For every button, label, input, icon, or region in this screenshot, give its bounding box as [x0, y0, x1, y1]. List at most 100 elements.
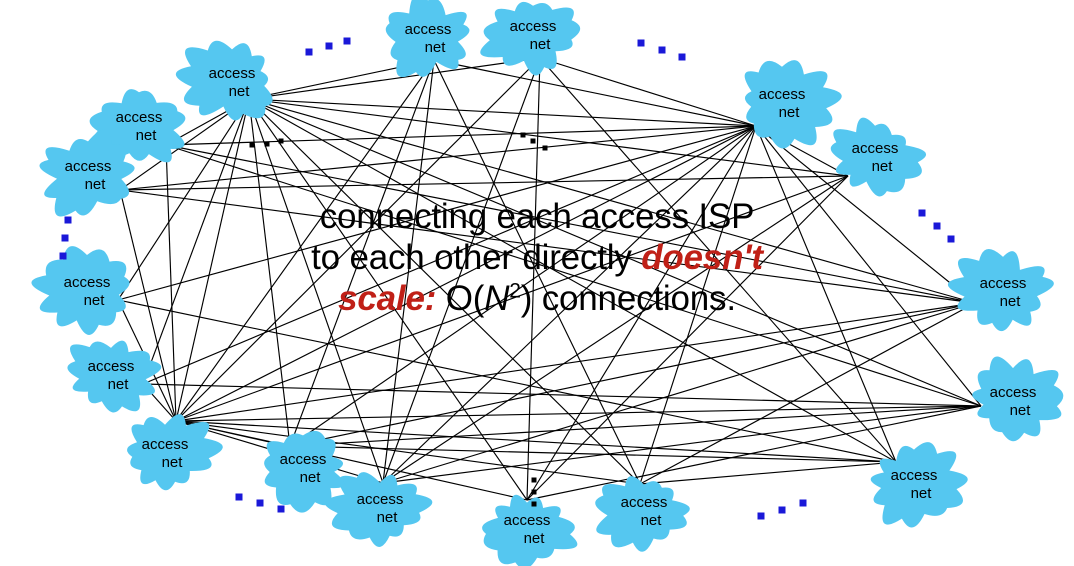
mesh-link	[175, 420, 897, 463]
ellipsis-dot	[678, 53, 686, 61]
mesh-link	[119, 125, 757, 191]
node-label-line1: access	[510, 18, 557, 35]
access-net-clouds-group: accessnetaccessnetaccessnetaccessnetacce…	[31, 0, 1064, 566]
node-label-line1: access	[405, 21, 452, 38]
node-label-line2: net	[425, 39, 447, 56]
node-label-line1: access	[891, 467, 938, 484]
node-label-line1: access	[357, 491, 404, 508]
ellipsis-dot	[531, 489, 537, 495]
mesh-link	[248, 98, 757, 127]
ellipsis-dot	[531, 477, 537, 483]
mesh-link	[639, 461, 897, 485]
cloud-icon	[385, 0, 470, 78]
cloud-icon	[482, 494, 578, 566]
mesh-link	[526, 405, 982, 501]
mesh-link	[526, 57, 541, 501]
mesh-link	[142, 98, 250, 385]
cloud-icon	[972, 356, 1064, 442]
node-label-line2: net	[641, 512, 663, 529]
ellipsis-dot	[305, 48, 313, 56]
cloud-icon	[324, 472, 433, 547]
ellipsis-dot	[235, 493, 243, 501]
node-label-line2: net	[779, 104, 801, 121]
ellipsis-dot	[778, 506, 786, 514]
ellipsis-dot	[520, 132, 526, 138]
node-label-line1: access	[759, 86, 806, 103]
node-label-line2: net	[1010, 402, 1032, 419]
ellipsis-dot	[530, 138, 536, 144]
mesh-link	[248, 98, 528, 501]
ellipsis-dot	[256, 499, 264, 507]
cloud-icon	[67, 340, 162, 413]
mesh-link	[175, 405, 982, 422]
caption-line-2-prefix: to each other directly	[311, 238, 642, 277]
node-label-line1: access	[116, 109, 163, 126]
mesh-link	[142, 125, 757, 385]
node-label-line1: access	[280, 451, 327, 468]
mesh-link	[175, 125, 757, 422]
ellipsis-dot	[343, 37, 351, 45]
mesh-link	[382, 59, 435, 484]
mesh-link	[382, 125, 757, 484]
ellipsis-dot	[947, 235, 955, 243]
mesh-link	[117, 125, 757, 301]
mesh-link	[382, 302, 976, 484]
node-label-line2: net	[162, 454, 184, 471]
cloud-icon	[127, 414, 223, 491]
caption-text: connecting each access ISP to each other…	[241, 196, 833, 319]
mesh-link	[755, 125, 982, 407]
mesh-link	[433, 59, 641, 485]
mesh-link	[175, 175, 849, 422]
node-label-line2: net	[136, 127, 158, 144]
mesh-link	[142, 383, 982, 407]
mesh-link	[175, 59, 435, 422]
mesh-link	[248, 98, 849, 177]
mesh-link	[119, 175, 849, 191]
node-label-line2: net	[872, 158, 894, 175]
cloud-icon	[480, 1, 581, 76]
node-label-line2: net	[229, 83, 251, 100]
caption-big-o: O(	[436, 279, 485, 318]
mesh-link	[433, 59, 757, 127]
mesh-link	[539, 57, 897, 463]
cloud-icon	[744, 60, 842, 149]
mesh-link	[755, 125, 897, 463]
ellipsis-dot	[64, 216, 72, 224]
cloud-icon	[39, 129, 135, 217]
cloud-icon	[947, 248, 1054, 332]
mesh-link	[248, 98, 982, 407]
mesh-link	[382, 175, 849, 484]
ellipsis-dot	[277, 505, 285, 513]
mesh-link	[289, 405, 982, 447]
mesh-link	[539, 57, 757, 127]
connection-lines-group	[117, 57, 982, 501]
mesh-link	[119, 189, 976, 304]
caption-accent-doesnt: doesn't	[641, 238, 763, 277]
node-label-line2: net	[84, 292, 106, 309]
mesh-link	[117, 299, 897, 463]
ellipsis-dot	[799, 499, 807, 507]
mesh-link	[165, 144, 982, 407]
mesh-link	[175, 420, 641, 485]
mesh-link	[526, 175, 849, 501]
node-label-line1: access	[504, 512, 551, 529]
mesh-link	[119, 189, 177, 422]
